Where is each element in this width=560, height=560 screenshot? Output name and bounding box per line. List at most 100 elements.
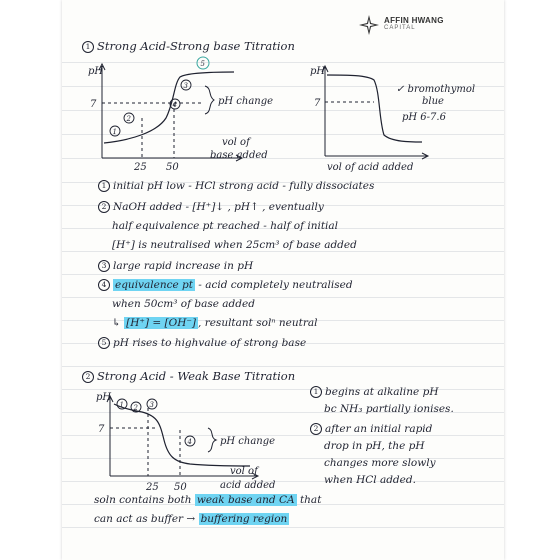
x-axis-label-line2: acid added (220, 480, 275, 491)
marker-4 (184, 435, 196, 447)
ph-change-brace (204, 85, 215, 115)
x-axis-label-line1: vol of (230, 466, 260, 477)
brand-logo: AFFIN HWANG CAPITAL (358, 14, 478, 40)
indicator-range: pH 6-7.6 (402, 112, 447, 123)
y-tick-7: 7 (90, 99, 97, 110)
ruled-line (62, 412, 504, 413)
x-axis-label-line1: vol of (222, 137, 252, 148)
marker-4-label: 4 (172, 101, 177, 109)
y-axis-label: pH (310, 66, 325, 77)
marker-3-label: 3 (184, 82, 189, 90)
ph-change-brace (207, 427, 218, 453)
note-4-line3: ↳ [H⁺] = [OH⁻], resultant solⁿ neutral (112, 317, 318, 329)
y-axis-label: pH (96, 392, 111, 403)
neutral-equation-highlight: [H⁺] = [OH⁻] (124, 317, 199, 329)
y-tick-7: 7 (314, 98, 321, 109)
equivalence-point-highlight: equivalence pt (113, 279, 195, 291)
conclusion-line2: can act as buffer → buffering region (94, 513, 290, 525)
marker-4-label: 4 (187, 438, 192, 446)
indicator-name-line1: ✓ bromothymol (396, 84, 475, 95)
marker-5-label: 5 (201, 60, 206, 68)
ruled-line (62, 435, 504, 436)
ruled-line (62, 134, 504, 135)
y-axis-arrow (106, 394, 114, 403)
weak-base-highlight: weak base and CA (194, 494, 297, 506)
titration-curve-acid-added: pH 7 vol of acid added ✓ bromothymol blu… (310, 64, 475, 173)
note-2-line2: half equivalence pt reached - half of in… (112, 220, 339, 232)
marker-3 (146, 398, 158, 410)
ruled-line (62, 527, 504, 528)
logo-name: AFFIN HWANG (384, 16, 444, 25)
marker-3-label: 3 (150, 401, 155, 409)
ruled-line (62, 62, 504, 63)
marker-5 (196, 56, 210, 70)
y-tick-7: 7 (98, 424, 105, 435)
marker-1 (109, 125, 121, 137)
side-note-2-line2: drop in pH, the pH (324, 440, 425, 452)
marker-2-label: 2 (126, 115, 132, 123)
titration-curve-base-added: pH 7 25 50 vol of base added pH change 1… (88, 56, 273, 173)
ruled-line (62, 481, 504, 482)
titration-curve (113, 403, 251, 467)
ph-change-label: pH change (220, 436, 275, 447)
indicator-name-line2: blue (422, 96, 444, 107)
conclusion-line1: soln contains both weak base and CA that (94, 494, 322, 506)
side-note-2-line3: changes more slowly (324, 457, 436, 469)
ruled-line (62, 343, 504, 344)
titration-curve (103, 71, 235, 144)
logo-subtitle: CAPITAL (384, 25, 416, 31)
note-4-line2: when 50cm³ of base added (112, 298, 255, 310)
ruled-line (62, 228, 504, 229)
x-tick-25: 25 (133, 162, 147, 173)
ruled-line (62, 320, 504, 321)
y-axis-arrow (98, 62, 106, 71)
marker-1-label: 1 (120, 401, 124, 409)
x-axis-arrow (251, 472, 260, 480)
marker-1 (116, 398, 128, 410)
ruled-line (62, 158, 504, 159)
ruled-line (62, 274, 504, 275)
ruled-line (62, 366, 504, 367)
ruled-line (62, 110, 504, 111)
x-axis-label: vol of acid added (327, 162, 413, 173)
x-tick-50: 50 (174, 482, 187, 493)
side-note-1-line2: bc NH₃ partially ionises. (324, 403, 454, 415)
x-tick-50: 50 (166, 162, 179, 173)
note-2-line3: [H⁺] is neutralised when 25cm³ of base a… (112, 239, 357, 251)
section-number: 2 (82, 371, 94, 383)
x-axis-arrow (235, 154, 244, 162)
marker-1-label: 1 (113, 128, 117, 136)
titration-curve (326, 74, 423, 143)
marker-3 (180, 79, 192, 91)
section-number: 1 (82, 41, 94, 53)
side-note-2-line4: when HCl added. (324, 474, 416, 486)
x-axis-arrow (421, 152, 430, 160)
logo-star-icon (359, 15, 379, 35)
y-axis-arrow (321, 64, 329, 73)
titration-curve-weak-base: pH 7 25 50 vol of acid added pH change 1… (96, 392, 275, 493)
ruled-line (62, 251, 504, 252)
marker-4 (169, 98, 181, 110)
ruled-line (62, 86, 504, 87)
x-tick-25: 25 (145, 482, 159, 493)
ruled-line (62, 182, 504, 183)
x-axis-label-line2: base added (210, 150, 268, 161)
ruled-line (62, 458, 504, 459)
ph-change-label: pH change (218, 96, 273, 107)
ruled-line (62, 389, 504, 390)
ruled-line (62, 297, 504, 298)
buffering-region-highlight: buffering region (198, 513, 290, 525)
y-axis-label: pH (88, 66, 103, 77)
marker-2-label: 2 (133, 404, 139, 412)
marker-2 (130, 401, 142, 413)
